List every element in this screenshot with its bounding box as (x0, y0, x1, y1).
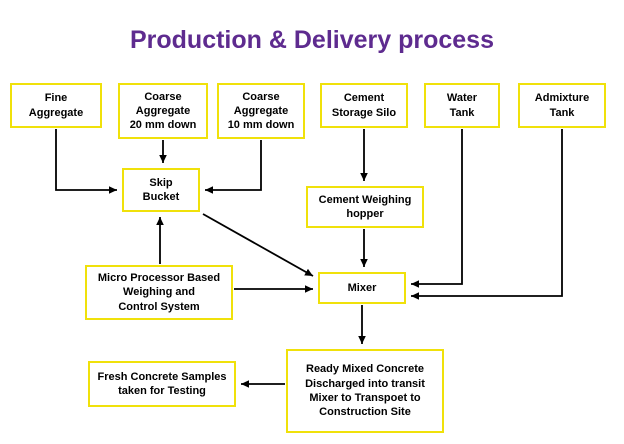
node-cement-weighing-hopper: Cement Weighing hopper (306, 186, 424, 228)
arrow-admixture-tank-to-mixer (411, 129, 563, 300)
node-admixture-tank: Admixture Tank (518, 83, 606, 128)
node-fresh-concrete-samples: Fresh Concrete Samples taken for Testing (88, 361, 236, 407)
node-coarse-aggregate-20mm: Coarse Aggregate 20 mm down (118, 83, 208, 139)
node-water-tank: Water Tank (424, 83, 500, 128)
page-title: Production & Delivery process (129, 26, 494, 54)
node-ready-mixed-concrete: Ready Mixed Concrete Discharged into tra… (286, 349, 444, 433)
node-fine-aggregate: Fine Aggregate (10, 83, 102, 128)
node-mixer: Mixer (318, 272, 406, 304)
node-micro-processor-control: Micro Processor Based Weighing and Contr… (85, 265, 233, 320)
node-cement-storage-silo: Cement Storage Silo (320, 83, 408, 128)
arrow-fine-aggregate-to-skip-bucket (55, 129, 117, 194)
node-skip-bucket: Skip Bucket (122, 168, 200, 212)
node-coarse-aggregate-10mm: Coarse Aggregate 10 mm down (217, 83, 305, 139)
arrow-coarse-10-to-skip-bucket (205, 140, 262, 194)
